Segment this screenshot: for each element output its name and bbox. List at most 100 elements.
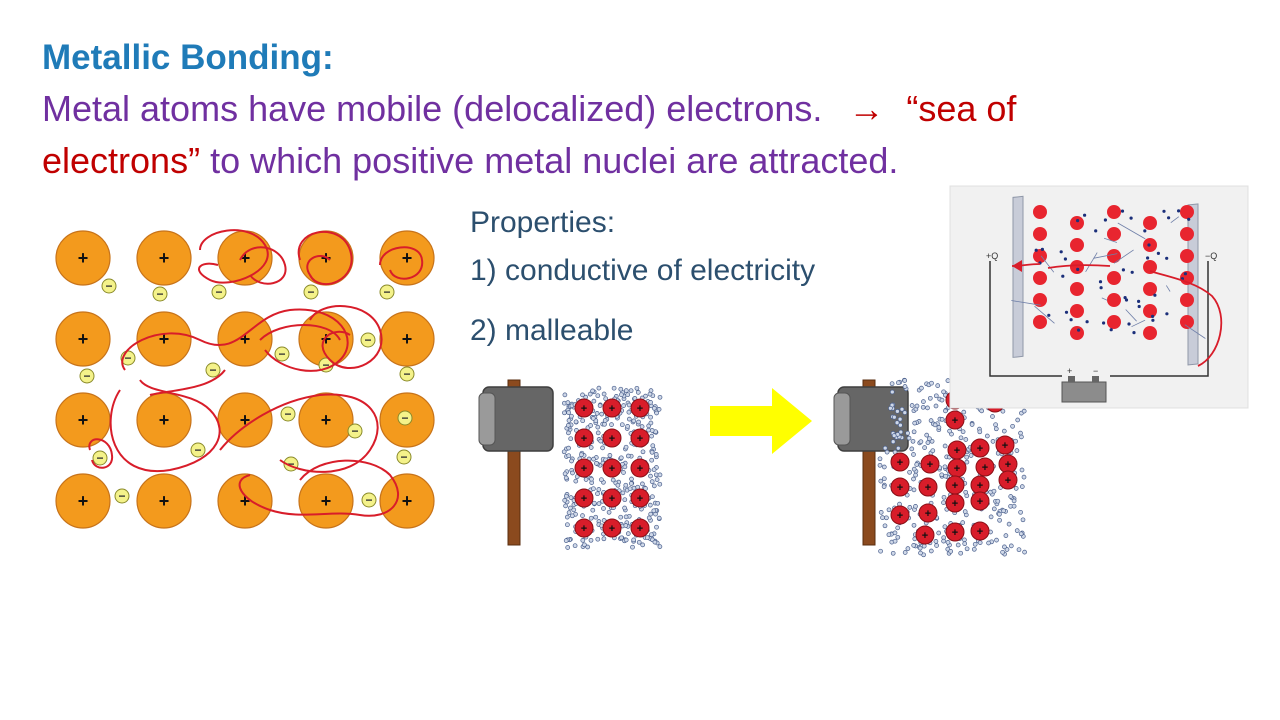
electron-trajectory xyxy=(1184,324,1206,339)
electron-dot xyxy=(625,424,630,429)
electron-dot xyxy=(878,548,883,554)
electron-dot xyxy=(912,420,918,426)
electron-dot xyxy=(942,464,948,470)
hammer-face xyxy=(833,392,851,446)
cation-plus-sign: + xyxy=(977,443,983,455)
electron-dot xyxy=(881,484,887,489)
electron-minus-sign: − xyxy=(401,411,408,425)
cation-plus-sign: + xyxy=(159,248,170,268)
electron-dot xyxy=(877,456,883,462)
metal-cation xyxy=(630,398,650,418)
metal-cation xyxy=(1180,315,1194,329)
electron xyxy=(1059,250,1063,254)
electron-dot xyxy=(588,537,594,543)
electron-dot xyxy=(562,498,568,503)
cation-plus-sign: + xyxy=(321,329,332,349)
electron-dot xyxy=(928,548,934,554)
electron-dot xyxy=(585,544,591,550)
electron-dot xyxy=(947,428,952,434)
cation-plus-sign: + xyxy=(321,410,332,430)
cation-plus-sign: + xyxy=(952,415,958,427)
electron-dot xyxy=(1001,508,1006,514)
electron xyxy=(1137,304,1141,309)
electron-dot xyxy=(601,506,606,511)
electron-dot xyxy=(602,421,607,427)
electron-dot xyxy=(588,445,594,450)
electron-dot xyxy=(943,473,948,479)
electron-dot xyxy=(563,475,569,481)
electron-dot xyxy=(606,509,612,515)
electron-trajectory xyxy=(1034,305,1055,324)
electron-dot xyxy=(582,542,587,548)
electron xyxy=(1143,229,1147,233)
electron-dot xyxy=(911,452,916,457)
metal-cation xyxy=(1070,326,1084,340)
electron-dot xyxy=(562,471,568,477)
conductivity-diagram: +Q −Q + − xyxy=(949,185,1249,409)
metal-cation xyxy=(574,488,594,508)
electron xyxy=(205,362,221,378)
metal-cation xyxy=(1107,227,1121,241)
electron-dot xyxy=(892,538,898,544)
metal-cation xyxy=(298,392,354,448)
electron-dot xyxy=(986,540,991,546)
electron-dot xyxy=(654,410,659,416)
electron-dot xyxy=(601,536,607,542)
electron-dot xyxy=(1002,544,1007,550)
cation-plus-sign: + xyxy=(609,463,615,475)
cation-plus-sign: + xyxy=(581,493,587,505)
electron-dot xyxy=(1014,528,1020,533)
metal-cation xyxy=(918,477,938,497)
electron-dot xyxy=(568,505,573,511)
electron-dot xyxy=(623,482,629,488)
electron-minus-sign: − xyxy=(209,363,216,377)
electron-dot xyxy=(626,402,632,408)
electron-dot xyxy=(878,510,884,515)
electron-dot xyxy=(619,535,624,541)
electron-dot xyxy=(897,416,903,422)
electron-dot xyxy=(565,400,571,405)
electron-dot xyxy=(927,436,932,442)
electron-dot xyxy=(583,477,589,482)
cation-plus-sign: + xyxy=(637,523,643,535)
electron-dot xyxy=(565,423,571,428)
electron-dot xyxy=(929,380,934,386)
electron-dot xyxy=(657,544,663,549)
electron-dot xyxy=(958,550,964,556)
electron-dot xyxy=(1014,448,1020,453)
electron-dot xyxy=(963,489,969,495)
electron xyxy=(360,332,376,348)
cation-plus-sign: + xyxy=(954,445,960,457)
electron-dot xyxy=(1022,549,1027,555)
metal-cation xyxy=(890,452,910,472)
electron-trajectory xyxy=(1125,309,1137,322)
electron-path-scribble xyxy=(379,246,424,280)
electron-dot xyxy=(626,416,632,422)
metal-cation xyxy=(1033,227,1047,241)
electron-dot xyxy=(621,403,626,408)
electron-dot xyxy=(564,514,570,520)
cation-plus-sign: + xyxy=(78,248,89,268)
electron-dot xyxy=(649,433,654,439)
electron-dot xyxy=(977,540,983,545)
electron-dot xyxy=(993,422,998,428)
electron-dot xyxy=(941,494,947,500)
electron-dot xyxy=(622,497,628,503)
electron-minus-sign: − xyxy=(278,347,285,361)
electron-dot xyxy=(1019,484,1025,489)
cation-plus-sign: + xyxy=(78,329,89,349)
electron-dot xyxy=(911,522,917,528)
electron-dot xyxy=(594,411,600,416)
electron-dot xyxy=(882,445,888,451)
electron-dot xyxy=(580,538,586,543)
electron-dot xyxy=(889,389,895,395)
electron-dot xyxy=(647,502,653,508)
cation-plus-sign: + xyxy=(637,433,643,445)
electron-trajectory xyxy=(1093,253,1118,259)
electron-dot xyxy=(886,532,892,538)
electron-dot xyxy=(590,507,596,513)
property-item-1: 1) conductive of electricity xyxy=(470,254,816,287)
metal-cation xyxy=(1143,260,1157,274)
electron-dot xyxy=(898,422,903,428)
electron xyxy=(1076,219,1080,223)
